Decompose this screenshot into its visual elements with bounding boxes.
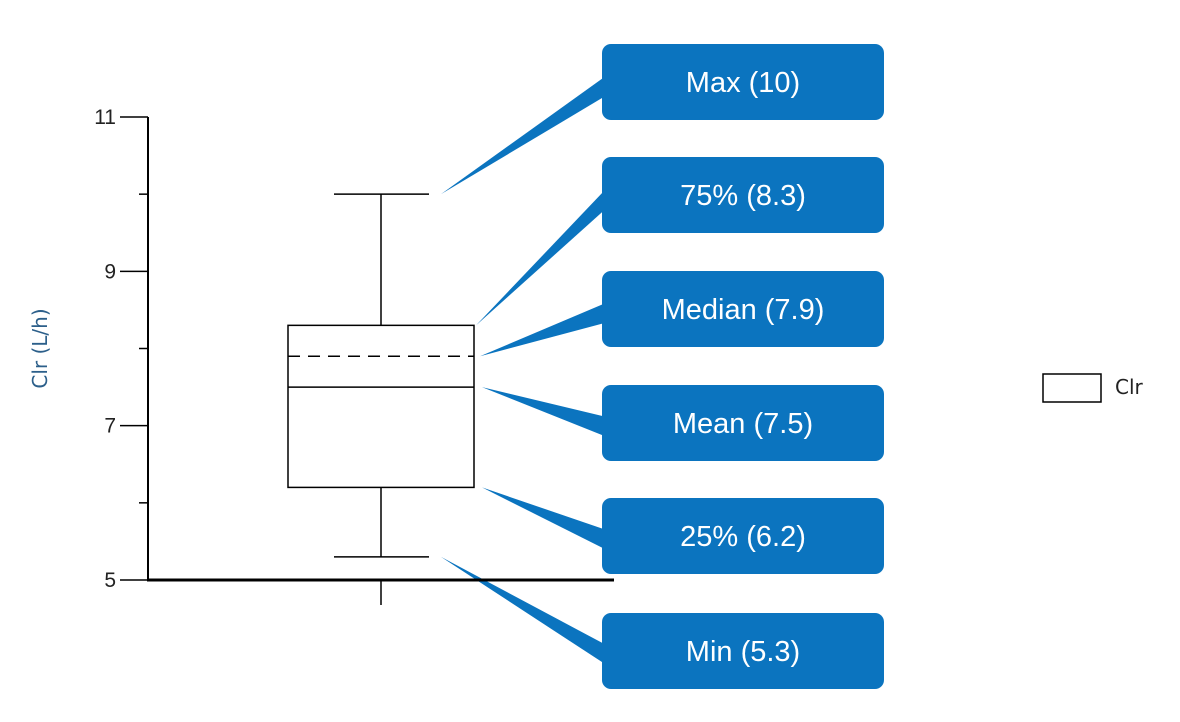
callout-box-q3 bbox=[602, 157, 884, 233]
callout-box-q1 bbox=[602, 498, 884, 574]
iqr-box bbox=[287, 324, 475, 489]
callout-box-max bbox=[602, 44, 884, 120]
callout-box-mean bbox=[602, 385, 884, 461]
callout-box-min bbox=[602, 613, 884, 689]
callout-pointer bbox=[482, 387, 606, 437]
callout-pointer bbox=[482, 487, 606, 550]
callout-pointer bbox=[441, 75, 606, 195]
y-tick-label: 11 bbox=[94, 106, 116, 129]
callout-pointer bbox=[476, 188, 606, 326]
callout-label-min: Min (5.3) bbox=[686, 636, 800, 668]
callout-label-q3: 75% (8.3) bbox=[680, 180, 806, 212]
callout-label-max: Max (10) bbox=[686, 67, 800, 99]
y-axis-label: Clr (L/h) bbox=[28, 308, 52, 388]
legend-swatch bbox=[1042, 373, 1102, 403]
callout-label-q1: 25% (6.2) bbox=[680, 521, 806, 553]
callout-label-mean: Mean (7.5) bbox=[673, 408, 813, 440]
y-tick-label: 7 bbox=[104, 415, 116, 438]
legend-label: Clr bbox=[1115, 375, 1144, 399]
callout-box-median bbox=[602, 271, 884, 347]
callouts-layer: Max (10) 75% (8.3) Median (7.9) Mean (7.5) 2… bbox=[441, 44, 884, 689]
callout-pointer bbox=[441, 556, 606, 665]
callout-pointer bbox=[480, 302, 606, 357]
callout-label-median: Median (7.9) bbox=[662, 294, 825, 326]
y-tick-label: 5 bbox=[104, 569, 116, 592]
box-layer bbox=[287, 193, 475, 558]
legend-layer: Clr bbox=[1042, 373, 1144, 403]
y-tick-label: 9 bbox=[104, 260, 116, 283]
